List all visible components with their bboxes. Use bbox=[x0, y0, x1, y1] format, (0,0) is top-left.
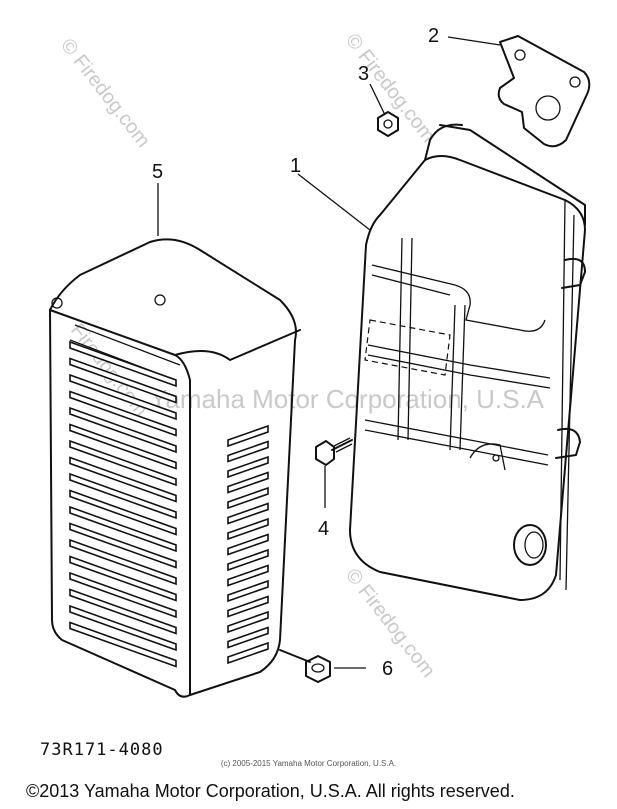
protector-slot-side bbox=[227, 471, 269, 494]
protector-slot-front bbox=[69, 571, 177, 619]
protector-slot-side bbox=[227, 610, 269, 634]
protector-slot-side bbox=[227, 440, 269, 463]
protector-slot-side bbox=[227, 502, 269, 525]
protector-slot-side bbox=[227, 579, 269, 603]
protector-slot-side bbox=[227, 548, 269, 572]
protector-slot-side bbox=[227, 564, 269, 587]
callout-4: 4 bbox=[318, 518, 329, 540]
protector-slot-side bbox=[227, 641, 269, 665]
leader-lines bbox=[157, 36, 501, 669]
protector-slot-front bbox=[69, 588, 177, 635]
diagram-part-code: 73R171-4080 bbox=[40, 740, 164, 760]
callout-1: 1 bbox=[290, 155, 301, 177]
watermark-center: Yamaha Motor Corporation, U.S.A bbox=[150, 384, 545, 414]
protector-slot-front bbox=[69, 505, 177, 553]
callout-6: 6 bbox=[382, 658, 393, 680]
protector-slot-side bbox=[227, 533, 269, 556]
callout-3: 3 bbox=[358, 63, 369, 85]
protector-slot-front bbox=[69, 390, 177, 437]
protector-slot-front bbox=[69, 357, 177, 404]
protector-slot-front bbox=[69, 621, 177, 668]
protector-slot-front bbox=[69, 489, 177, 536]
protector-slot-front bbox=[69, 555, 177, 602]
callout-labels: 1 2 3 4 5 6 bbox=[152, 25, 439, 680]
protector-slot-side bbox=[227, 626, 269, 649]
protector-slot-front bbox=[69, 456, 177, 503]
protector-slot-front bbox=[69, 340, 177, 388]
protector-slot-front bbox=[69, 472, 177, 520]
part-protector bbox=[49, 238, 301, 698]
protector-slot-front bbox=[69, 439, 177, 487]
part-bolt-4 bbox=[315, 437, 353, 466]
protector-slot-side bbox=[227, 455, 269, 479]
footer-copyright: ©2013 Yamaha Motor Corporation, U.S.A. A… bbox=[26, 781, 515, 801]
part-gasket bbox=[497, 35, 591, 148]
protector-slots bbox=[69, 340, 269, 668]
part-muffler bbox=[349, 123, 586, 601]
protector-slot-side bbox=[227, 424, 269, 448]
protector-slot-front bbox=[69, 373, 177, 421]
protector-slot-front bbox=[69, 423, 177, 470]
protector-slot-front bbox=[69, 406, 177, 454]
protector-slot-side bbox=[227, 595, 269, 618]
callout-2: 2 bbox=[428, 25, 439, 47]
watermark-top-right: © Firedog.com bbox=[341, 30, 439, 147]
callout-5: 5 bbox=[152, 161, 163, 183]
protector-slot-side bbox=[227, 517, 269, 541]
part-nut bbox=[377, 111, 399, 137]
watermark-top-left: © Firedog.com bbox=[56, 35, 154, 152]
protector-slot-front bbox=[69, 522, 177, 569]
part-bolt-6 bbox=[279, 649, 331, 683]
protector-slot-side bbox=[227, 486, 269, 510]
protector-slot-front bbox=[69, 604, 177, 652]
small-copyright: (c) 2005-2015 Yamaha Motor Corporation, … bbox=[220, 759, 397, 768]
protector-slot-front bbox=[69, 538, 177, 586]
